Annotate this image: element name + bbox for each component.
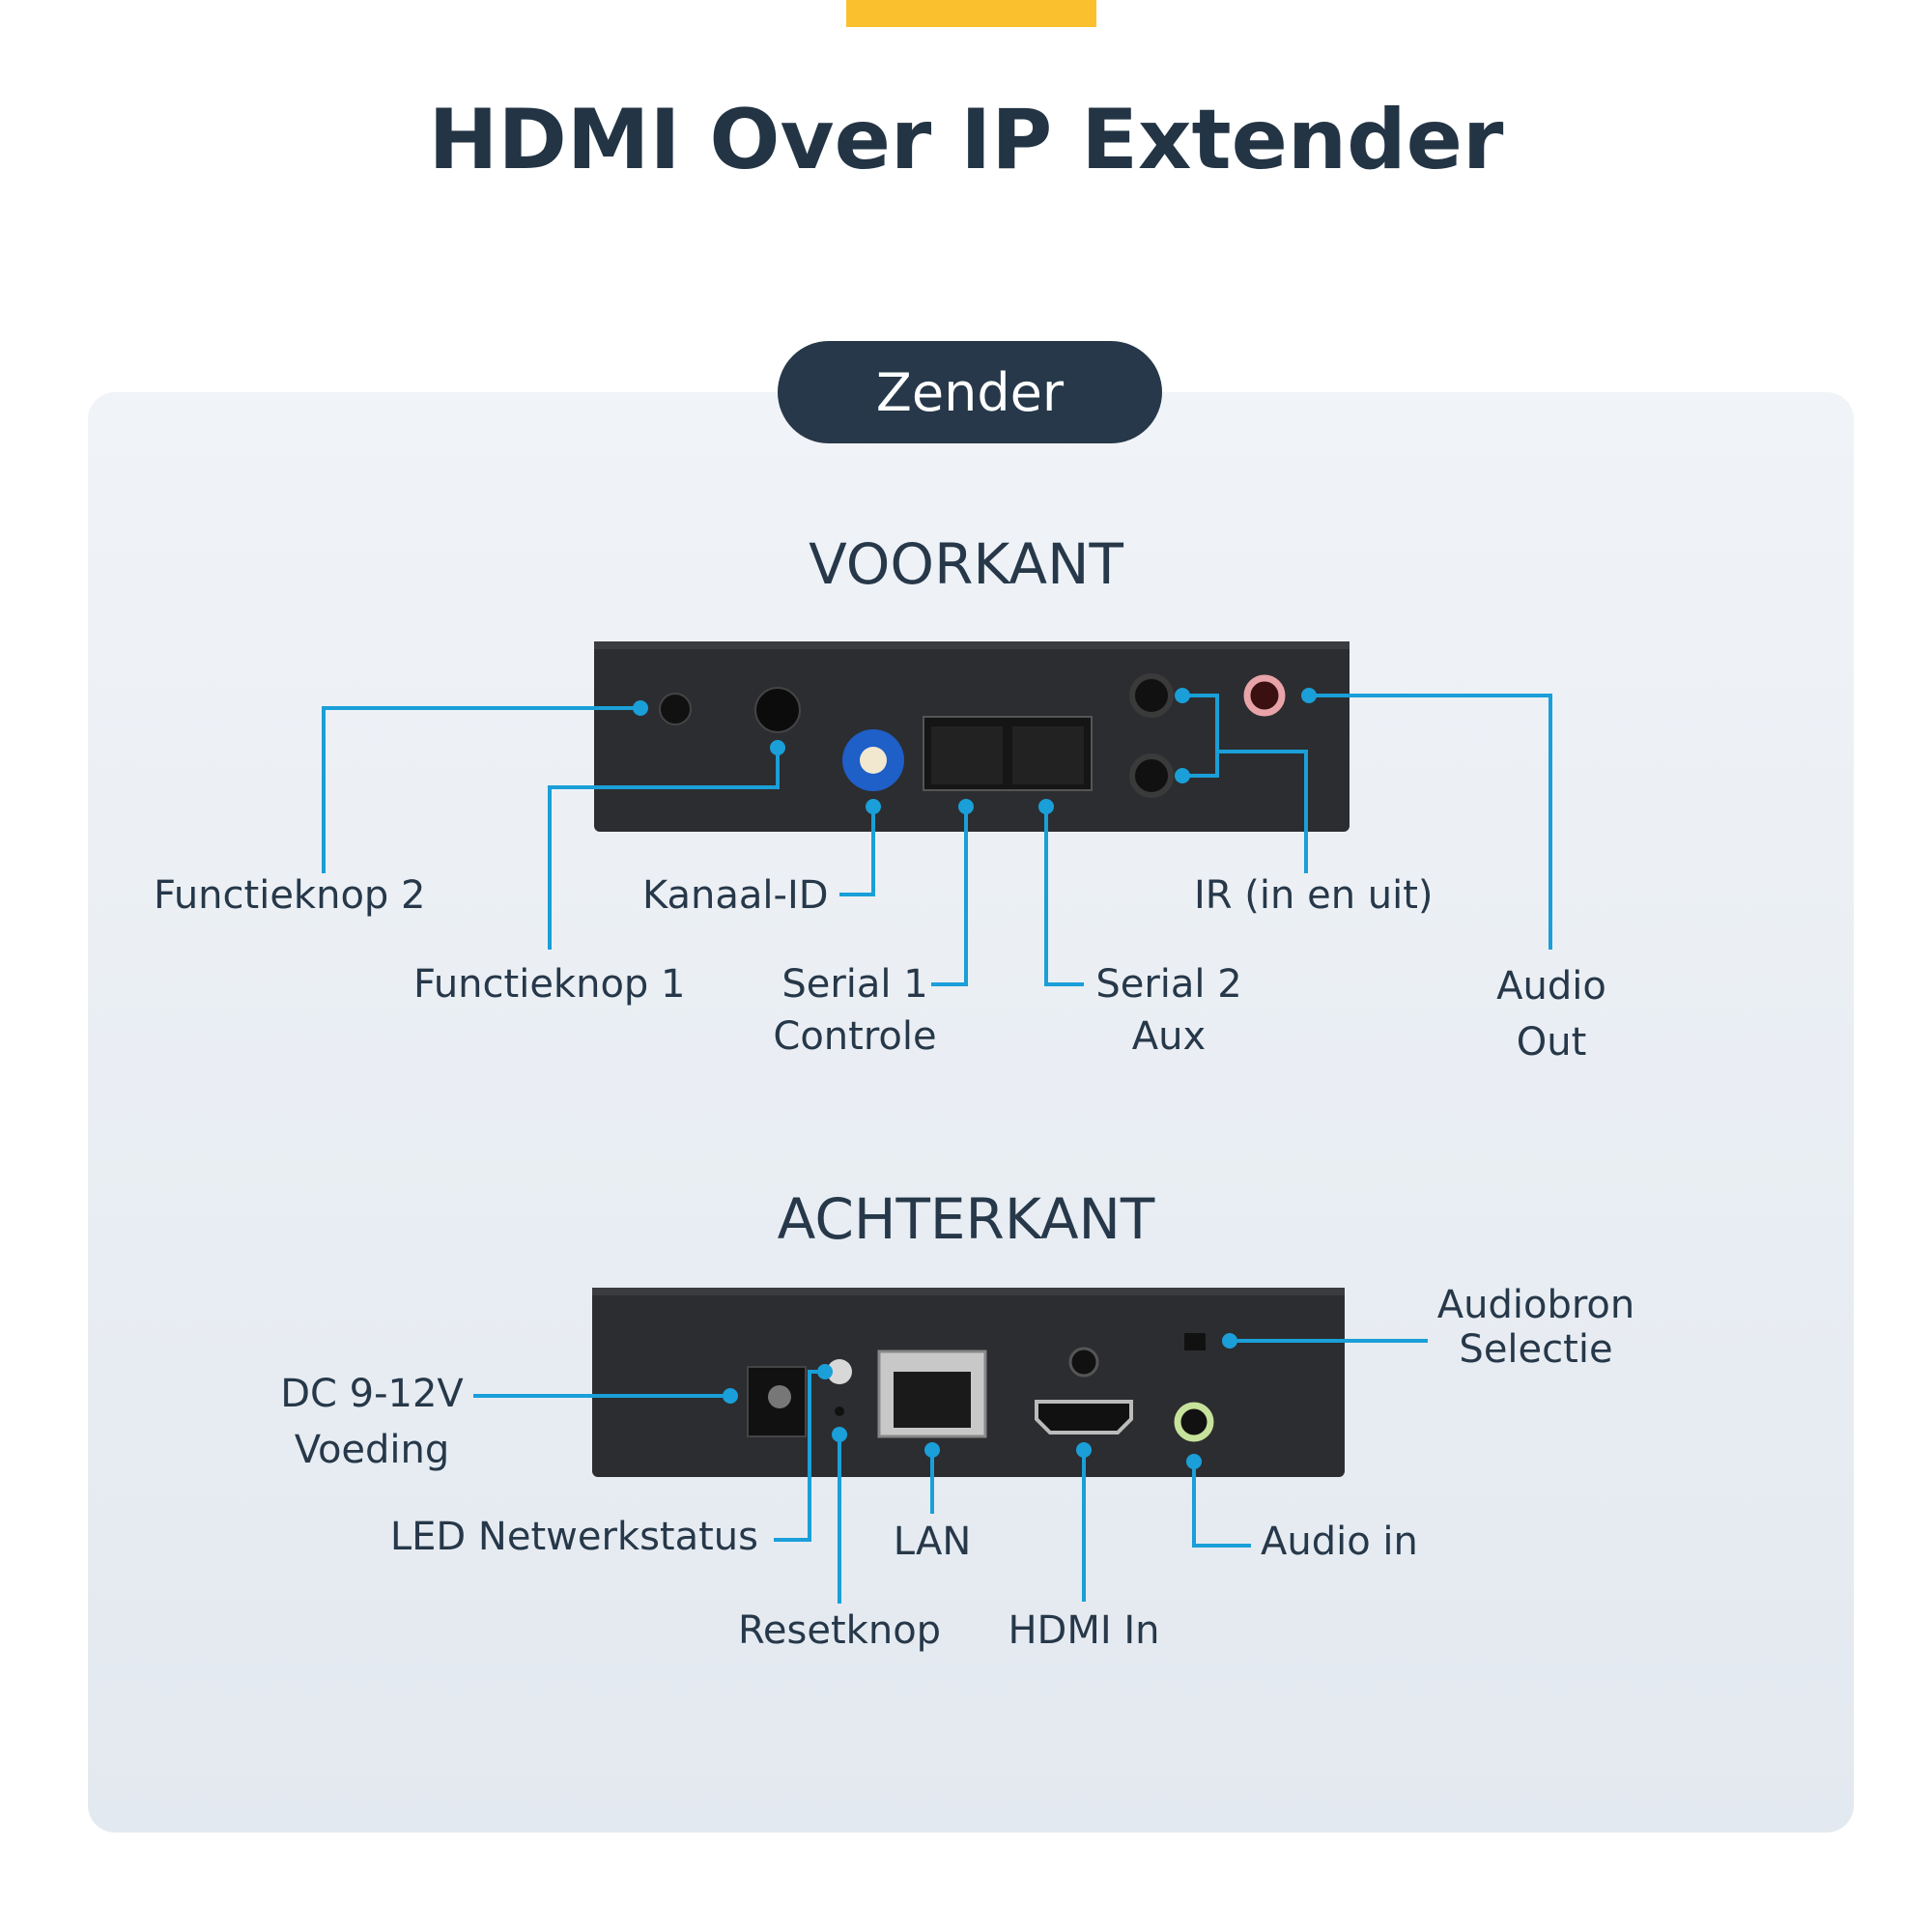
ir-jack-1 (1129, 673, 1174, 718)
back-heading: ACHTERKANT (777, 1186, 1155, 1252)
label-serial-2-line1: Serial 2 (1095, 962, 1242, 1007)
audio-source-switch (1184, 1333, 1206, 1350)
front-panel (594, 641, 1350, 832)
label-dc-line2: Voeding (294, 1428, 450, 1472)
function-button-2 (659, 693, 692, 725)
label-serial-2-line2: Aux (1131, 1014, 1207, 1059)
audio-in-jack (1174, 1402, 1214, 1442)
label-reset: Resetknop (737, 1608, 942, 1653)
label-led-status: LED Netwerkstatus (389, 1515, 758, 1559)
back-panel (592, 1288, 1345, 1477)
accent-bar (846, 0, 1096, 27)
label-serial-1: Serial 1 Controle (773, 958, 936, 1063)
label-dc-line1: DC 9-12V (280, 1372, 464, 1416)
front-heading: VOORKANT (809, 531, 1123, 597)
device-badge: Zender (778, 341, 1162, 443)
audio-out-jack (1243, 674, 1286, 717)
ir-jack-2 (1129, 753, 1174, 798)
label-function-button-1: Functieknop 1 (413, 962, 686, 1007)
label-audio-out-line2: Out (1516, 1020, 1587, 1065)
label-lan: LAN (893, 1520, 972, 1564)
label-dc-power: DC 9-12V Voeding (280, 1366, 464, 1478)
label-audio-in: Audio in (1261, 1520, 1418, 1564)
reset-hole (835, 1406, 844, 1416)
label-function-button-2: Functieknop 2 (154, 873, 426, 918)
function-button-1 (754, 687, 801, 733)
callout-dots (633, 688, 1317, 1469)
led (827, 1359, 852, 1384)
label-serial-1-line2: Controle (773, 1014, 937, 1059)
serial-ports (923, 716, 1093, 791)
label-serial-2: Serial 2 Aux (1095, 958, 1241, 1063)
diagram-card (88, 392, 1854, 1833)
page-title: HDMI Over IP Extender (428, 92, 1504, 188)
label-channel-id: Kanaal-ID (642, 873, 829, 918)
callout-lines (322, 694, 1552, 1604)
label-audio-source-line1: Audiobron (1436, 1283, 1635, 1327)
label-audio-source-line2: Selectie (1459, 1327, 1613, 1372)
label-audio-out-line1: Audio (1496, 964, 1606, 1009)
label-serial-1-line1: Serial 1 (781, 962, 928, 1007)
label-hdmi-in: HDMI In (1008, 1608, 1160, 1653)
label-ir: IR (in en uit) (1194, 873, 1434, 918)
hdmi-port (1035, 1400, 1133, 1435)
